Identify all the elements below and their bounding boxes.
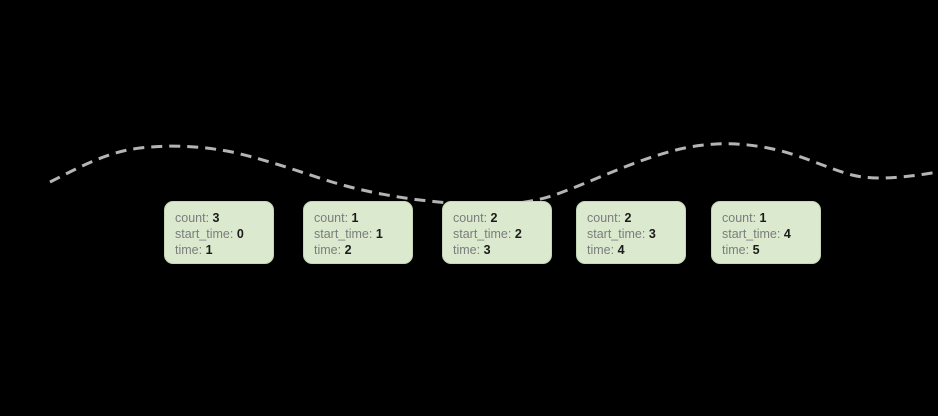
node-field-value: 1 <box>351 211 359 225</box>
node-field-value: 2 <box>624 211 632 225</box>
node-field-value: 1 <box>375 227 383 241</box>
node-field-value: 2 <box>514 227 522 241</box>
node-field-value: 3 <box>483 243 491 257</box>
node-field-row: count: 2 <box>453 210 551 226</box>
node-field-label: count: <box>175 211 210 225</box>
node-field-value: 3 <box>212 211 220 225</box>
node-field-value: 2 <box>344 243 352 257</box>
node-field-value: 1 <box>205 243 213 257</box>
node-field-row: time: 1 <box>175 242 273 258</box>
node-field-label: time: <box>722 243 750 257</box>
node-field-value: 4 <box>783 227 791 241</box>
node-field-label: start_time: <box>722 227 781 241</box>
node-field-label: count: <box>453 211 488 225</box>
node-field-row: count: 1 <box>314 210 412 226</box>
node-field-row: time: 4 <box>587 242 685 258</box>
node-field-row: time: 3 <box>453 242 551 258</box>
node-field-label: count: <box>722 211 757 225</box>
node-field-label: count: <box>314 211 349 225</box>
node-field-label: time: <box>314 243 342 257</box>
node-field-row: count: 2 <box>587 210 685 226</box>
wave-path <box>49 142 938 206</box>
node-field-label: start_time: <box>314 227 373 241</box>
node-field-row: start_time: 4 <box>722 226 820 242</box>
node-field-row: count: 3 <box>175 210 273 226</box>
node-field-row: start_time: 3 <box>587 226 685 242</box>
node-field-row: start_time: 1 <box>314 226 412 242</box>
node-field-row: time: 2 <box>314 242 412 258</box>
node-field-value: 2 <box>490 211 498 225</box>
node-field-row: time: 5 <box>722 242 820 258</box>
node-field-row: start_time: 2 <box>453 226 551 242</box>
node-field-row: start_time: 0 <box>175 226 273 242</box>
node-field-value: 3 <box>648 227 656 241</box>
node-field-label: start_time: <box>453 227 512 241</box>
node-field-label: time: <box>453 243 481 257</box>
node-field-value: 0 <box>236 227 244 241</box>
node-field-label: start_time: <box>175 227 234 241</box>
node-field-label: count: <box>587 211 622 225</box>
node-field-value: 1 <box>759 211 767 225</box>
node-field-row: count: 1 <box>722 210 820 226</box>
node-field-value: 4 <box>617 243 625 257</box>
node-field-value: 5 <box>752 243 760 257</box>
node-field-label: time: <box>587 243 615 257</box>
node-field-label: time: <box>175 243 203 257</box>
node-field-label: start_time: <box>587 227 646 241</box>
